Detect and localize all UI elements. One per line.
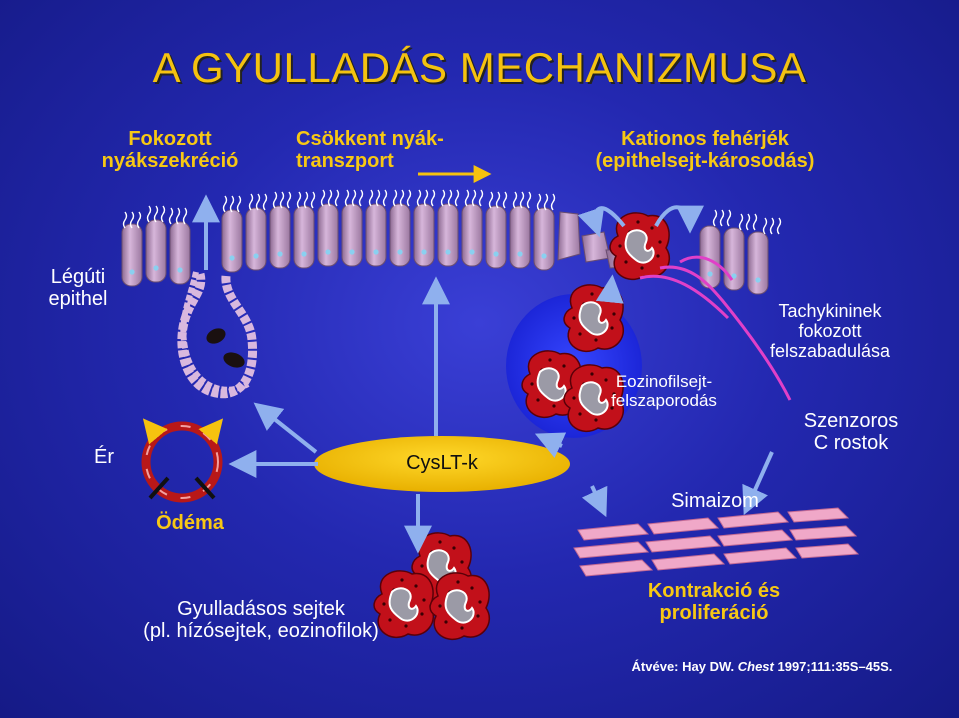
epithelium-right — [699, 209, 782, 295]
slide-title: A GYULLADÁS MECHANIZMUSA — [152, 44, 807, 91]
blood-vessel — [141, 418, 224, 503]
label-cyslt: CysLT-k — [406, 452, 478, 474]
epithelium-middle — [221, 189, 657, 273]
sensory-nerve — [639, 255, 792, 401]
citation: Átvéve: Hay DW. Chest 1997;111:35S–45S. — [631, 659, 893, 674]
arrows — [192, 194, 774, 554]
cyslt-ellipse — [314, 436, 570, 492]
eosinophil-1 — [563, 283, 625, 353]
label-cationic-proteins: Kationos fehérjék(epithelsejt-károsodás) — [595, 128, 815, 173]
label-eosinophil-proliferation: Eozinofilsejt-felszaporodás — [611, 372, 717, 411]
label-vessel: Ér — [94, 446, 114, 468]
label-smooth-muscle: Simaizom — [671, 490, 759, 512]
label-inflammatory-cells: Gyulladásos sejtek(pl. hízósejtek, eozin… — [143, 598, 379, 643]
epithelium-left — [121, 205, 191, 287]
label-mucus-transport: Csökkent nyák-transzport — [296, 128, 444, 173]
label-edema: Ödéma — [156, 512, 224, 534]
smooth-muscle — [573, 507, 860, 577]
submucosal-gland — [177, 271, 258, 399]
inflammatory-cell-3 — [429, 571, 491, 641]
